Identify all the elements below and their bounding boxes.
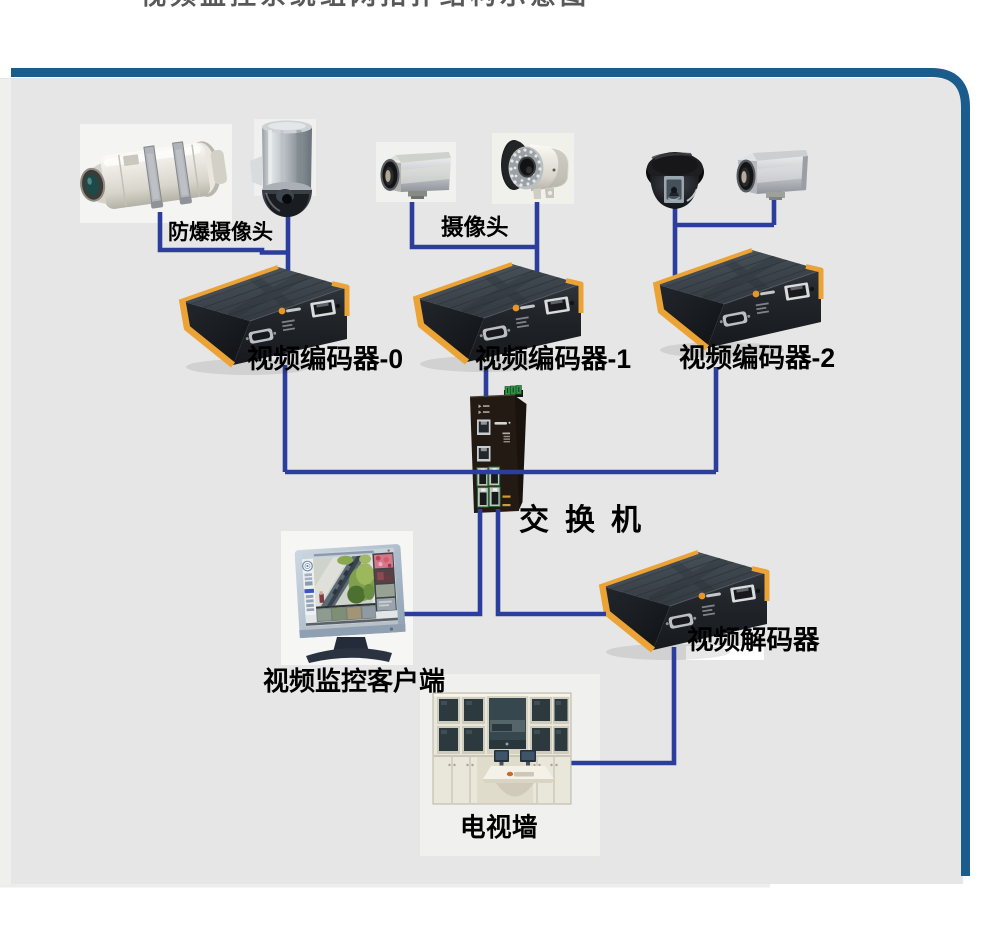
svg-text:交换机: 交换机	[519, 503, 657, 537]
svg-text:视频编码器-2: 视频编码器-2	[679, 343, 835, 373]
svg-text:电视墙: 电视墙	[460, 814, 538, 842]
svg-text:防爆摄像头: 防爆摄像头	[168, 220, 273, 244]
svg-text:视频编码器-1: 视频编码器-1	[475, 344, 631, 374]
svg-text:视频监控客户端: 视频监控客户端	[263, 666, 445, 696]
svg-text:摄像头: 摄像头	[441, 214, 509, 240]
svg-text:视频解码器: 视频解码器	[687, 625, 820, 655]
svg-text:视频编码器-0: 视频编码器-0	[247, 344, 403, 374]
svg-text:视频监控系统组网拓扑结构示意图: 视频监控系统组网拓扑结构示意图	[140, 0, 590, 10]
